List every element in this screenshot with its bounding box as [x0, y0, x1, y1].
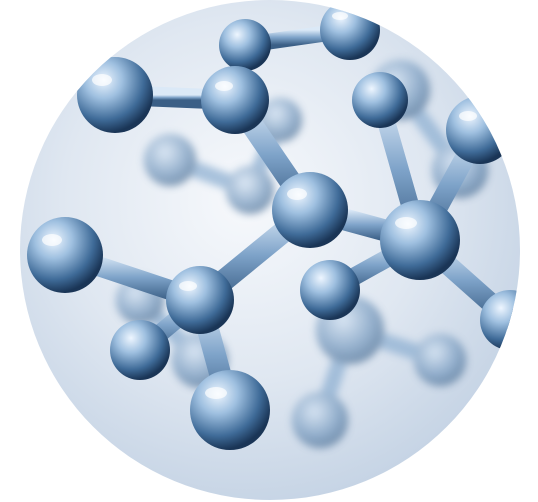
atom [201, 66, 269, 134]
atom [110, 320, 170, 380]
atom [27, 217, 103, 293]
atoms [27, 0, 520, 450]
atom [380, 200, 460, 280]
atom [190, 370, 270, 450]
atom [77, 57, 153, 133]
atom [219, 19, 271, 71]
circular-photo-frame [20, 0, 520, 500]
highlights [42, 12, 477, 399]
atom [320, 0, 380, 60]
atom [352, 72, 408, 128]
atom [446, 96, 514, 164]
atom [166, 266, 234, 334]
atom [272, 172, 348, 248]
molecule-illustration [27, 0, 520, 450]
atom [300, 260, 360, 320]
atom [480, 290, 520, 350]
